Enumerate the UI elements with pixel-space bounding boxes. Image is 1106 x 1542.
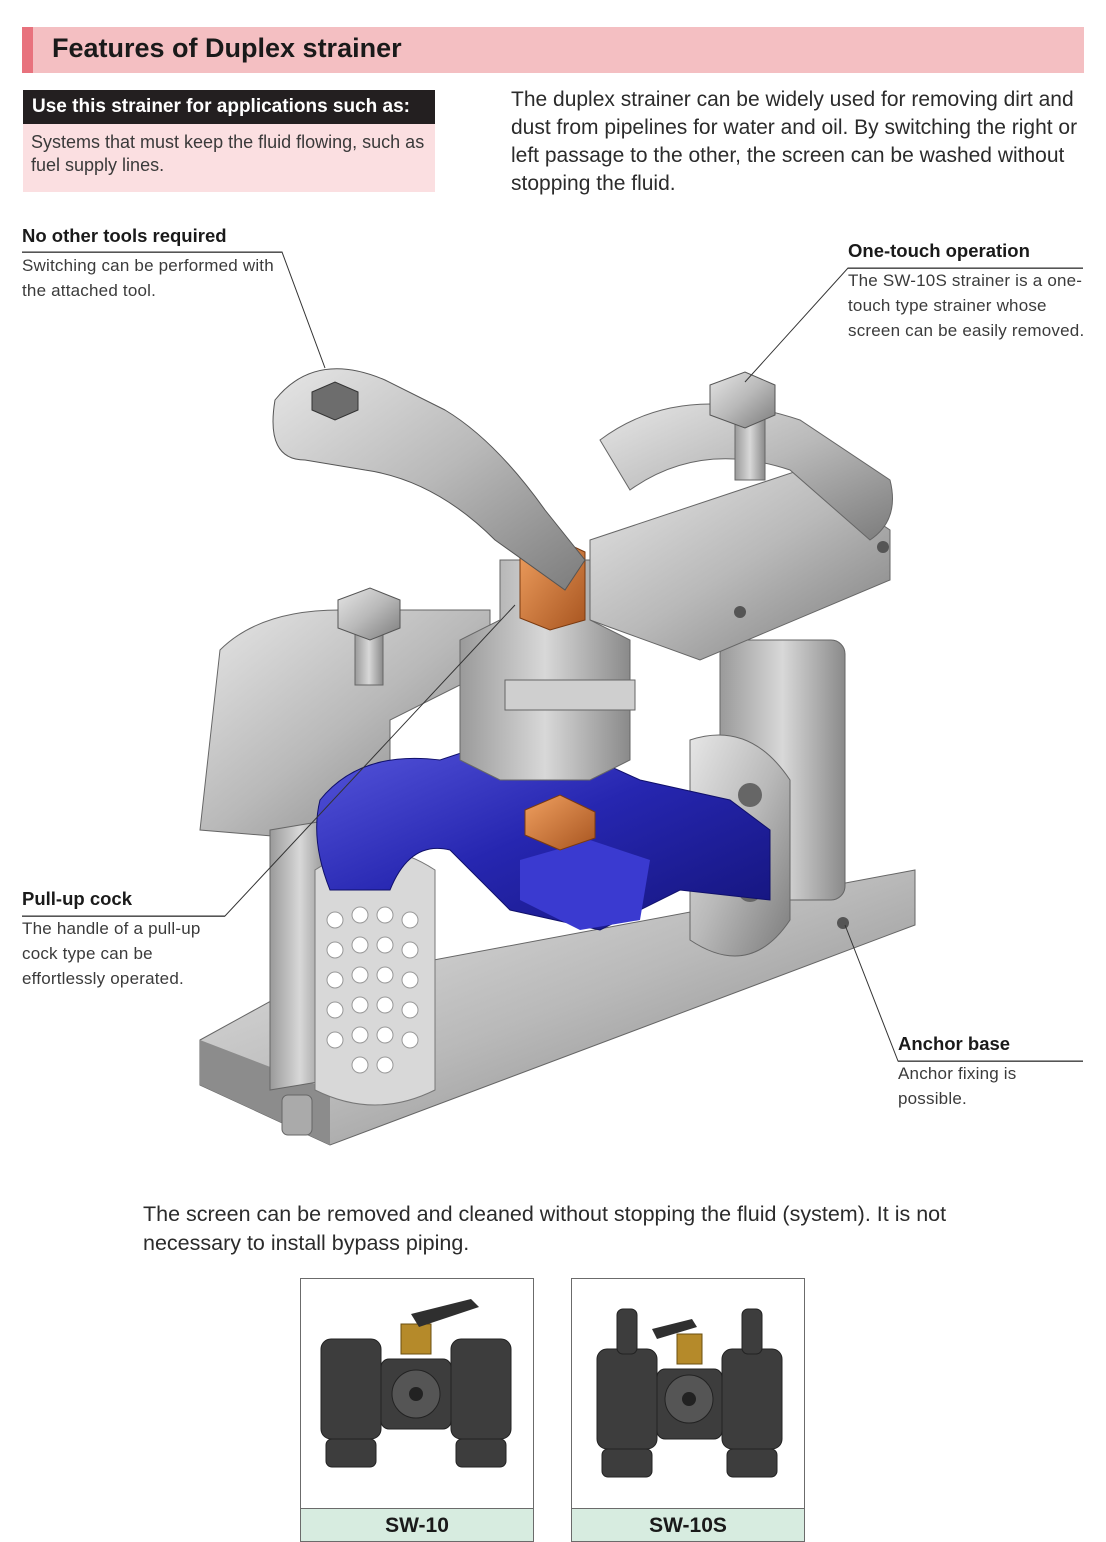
product-label: SW-10 xyxy=(300,1509,534,1542)
feature-rule xyxy=(898,1061,1083,1062)
feature-one-touch: One-touch operation The SW-10S strainer … xyxy=(848,240,1088,343)
right-top-bolt xyxy=(709,371,776,481)
product-sw10s: SW-10S xyxy=(571,1278,805,1542)
central-valve xyxy=(459,537,636,851)
page-title: Features of Duplex strainer xyxy=(52,33,402,63)
feature-rule xyxy=(22,252,282,253)
wrench-tool xyxy=(272,368,586,591)
left-body xyxy=(199,587,491,1136)
applications-body: Systems that must keep the fluid flowing… xyxy=(23,124,435,192)
product-sw10: SW-10 xyxy=(300,1278,534,1542)
feature-rule xyxy=(22,916,225,917)
feature-title: Anchor base xyxy=(898,1033,1011,1054)
feature-desc: Switching can be performed with the atta… xyxy=(22,256,274,300)
feature-title: One-touch operation xyxy=(848,240,1030,261)
applications-heading: Use this strainer for applications such … xyxy=(23,90,435,124)
feature-desc: The handle of a pull-up cock type can be… xyxy=(22,919,201,988)
intro-paragraph: The duplex strainer can be widely used f… xyxy=(511,88,1078,195)
feature-desc: The SW-10S strainer is a one-touch type … xyxy=(848,271,1085,340)
product-label: SW-10S xyxy=(571,1509,805,1542)
product-photo xyxy=(300,1278,534,1509)
feature-desc: Anchor fixing is possible. xyxy=(898,1064,1017,1108)
header-accent-bar xyxy=(22,27,33,73)
feature-rule xyxy=(848,268,1083,269)
strainer-cutaway-illustration xyxy=(22,251,1083,1146)
feature-title: Pull-up cock xyxy=(22,888,132,909)
product-photo xyxy=(571,1278,805,1509)
bottom-paragraph: The screen can be removed and cleaned wi… xyxy=(143,1202,947,1255)
section-header xyxy=(22,27,1084,73)
feature-anchor-base: Anchor base Anchor fixing is possible. xyxy=(898,1033,1083,1111)
feature-title: No other tools required xyxy=(22,225,227,246)
feature-no-tools: No other tools required Switching can be… xyxy=(22,225,284,303)
feature-pull-up-cock: Pull-up cock The handle of a pull-up coc… xyxy=(22,888,237,991)
